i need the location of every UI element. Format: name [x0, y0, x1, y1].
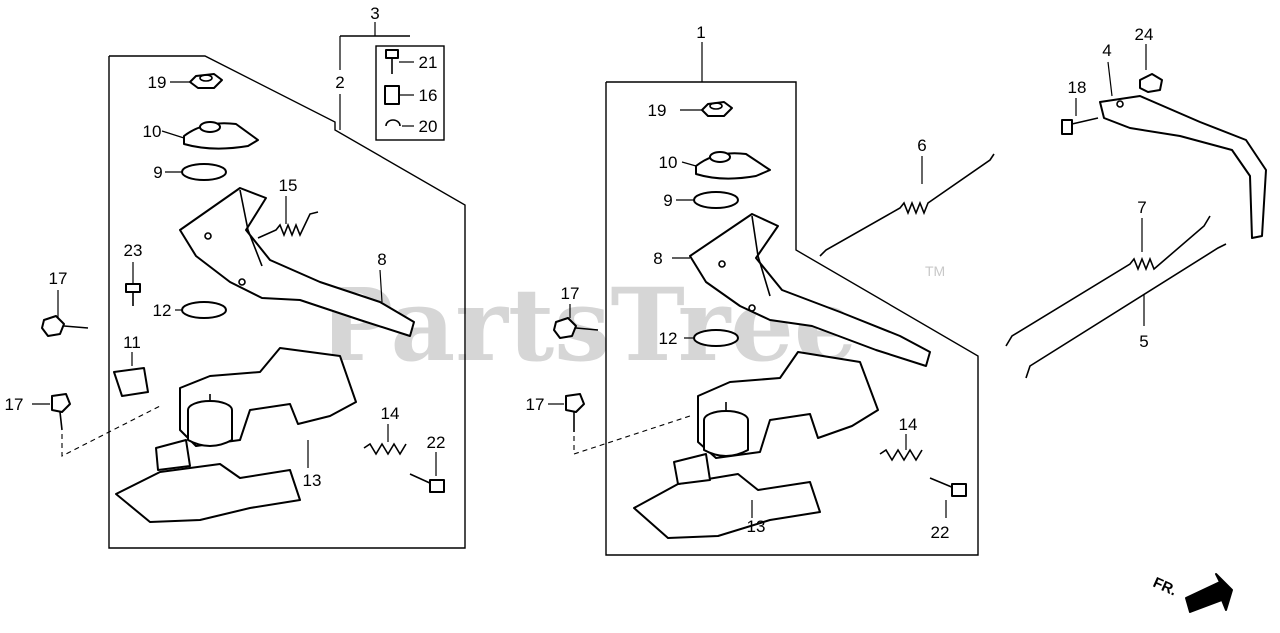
callout-22-center: 22 — [931, 523, 950, 542]
bolt-part-18 — [1061, 98, 1099, 135]
center-assembly-outline — [605, 81, 979, 556]
callout-24: 24 — [1135, 25, 1154, 44]
center-assembly — [548, 42, 979, 556]
bolt-part-17-center-upper — [553, 304, 599, 339]
bolt-part-17-left-lower — [32, 393, 161, 457]
callout-8-center: 8 — [653, 249, 662, 268]
spring-part-14-left — [363, 424, 407, 456]
washer-part-9-center — [676, 191, 739, 209]
callout-23: 23 — [124, 241, 143, 260]
washer-part-12-center — [684, 329, 739, 347]
callout-1: 1 — [696, 23, 705, 42]
callout-9-center: 9 — [663, 191, 672, 210]
base-plate-part-13-left — [115, 347, 357, 523]
callout-7: 7 — [1137, 198, 1146, 217]
callout-12-center: 12 — [659, 329, 678, 348]
callout-12-left: 12 — [153, 301, 172, 320]
nut-part-24 — [1139, 44, 1163, 93]
base-plate-part-13-center — [633, 351, 879, 539]
plate-part-10-left — [161, 121, 259, 150]
control-rod-part-5 — [1025, 243, 1227, 379]
callout-10-center: 10 — [659, 153, 678, 172]
callout-15: 15 — [279, 176, 298, 195]
callout-22-left: 22 — [427, 433, 446, 452]
callout-2: 2 — [335, 73, 344, 92]
kit-parts-box — [375, 45, 445, 141]
nut-part-19-center — [680, 101, 733, 117]
bolt-part-17-left-upper — [41, 290, 89, 337]
control-rod-part-6 — [819, 153, 995, 257]
callout-4: 4 — [1102, 41, 1111, 60]
bolt-part-23 — [125, 262, 141, 306]
control-rod-part-7 — [1005, 215, 1211, 347]
washer-part-9-left — [165, 163, 227, 181]
callout-11: 11 — [123, 333, 141, 352]
clip-part-11 — [113, 352, 149, 397]
callout-17-center-upper: 17 — [561, 284, 580, 303]
callout-3: 3 — [370, 4, 379, 23]
washer-part-12-left — [175, 301, 227, 319]
callout-14-left: 14 — [381, 404, 400, 423]
callout-labels: 1 2 3 4 5 6 7 8 8 9 9 10 10 11 12 12 13 … — [5, 4, 1154, 542]
callout-5: 5 — [1139, 332, 1148, 351]
clip-part-20 — [385, 119, 414, 127]
callout-13-center: 13 — [747, 517, 766, 536]
callout-14-center: 14 — [899, 415, 918, 434]
callout-19-left: 19 — [148, 73, 167, 92]
callout-18: 18 — [1068, 78, 1087, 97]
callout-13-left: 13 — [303, 471, 322, 490]
callout-17-left-upper: 17 — [49, 269, 68, 288]
callout-17-center-lower: 17 — [526, 395, 545, 414]
control-plate-part-8-center — [672, 213, 931, 367]
left-assembly — [32, 22, 466, 549]
callout-9-left: 9 — [153, 163, 162, 182]
bolt-part-17-center-lower — [548, 393, 691, 455]
callout-10-left: 10 — [143, 122, 162, 141]
callout-16: 16 — [419, 86, 438, 105]
spacer-part-16 — [384, 85, 414, 105]
front-direction-label: FR. — [1150, 574, 1179, 599]
callout-6: 6 — [917, 136, 926, 155]
spring-part-15 — [257, 196, 319, 239]
spring-part-14-center — [879, 434, 923, 462]
callout-19-center: 19 — [648, 101, 667, 120]
lever-part-4 — [1099, 61, 1267, 239]
screw-part-22-left — [409, 452, 445, 493]
plate-part-10-center — [681, 151, 771, 180]
screw-part-22-center — [929, 477, 967, 518]
callout-21: 21 — [419, 53, 438, 72]
front-direction-arrow — [1185, 573, 1233, 613]
nut-part-19-left — [170, 73, 223, 89]
callout-17-left-lower: 17 — [5, 395, 24, 414]
callout-20: 20 — [419, 117, 438, 136]
screw-part-21 — [385, 49, 414, 74]
left-assembly-outline — [108, 55, 466, 549]
watermark-trademark: TM — [925, 263, 945, 279]
control-plate-part-8-left — [179, 187, 415, 337]
right-parts — [819, 44, 1267, 613]
callout-8-left: 8 — [377, 250, 386, 269]
